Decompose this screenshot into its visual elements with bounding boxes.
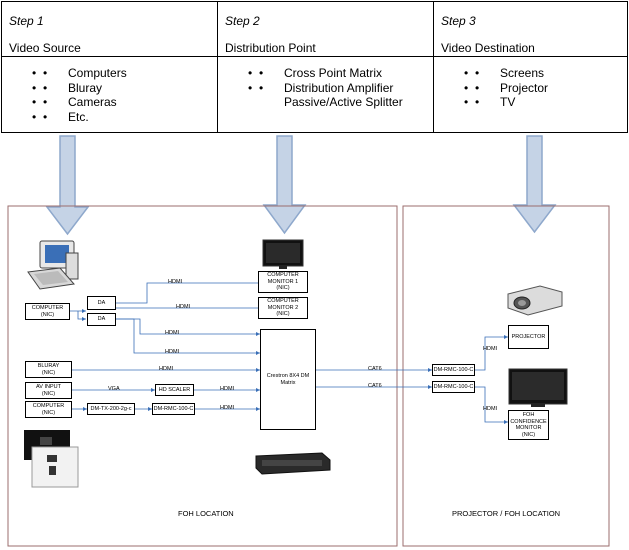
step-label: Step 1 — [9, 14, 44, 28]
steps-table: Step 1 Video Source ••Computers ••Bluray… — [1, 1, 628, 133]
foh-monitor-box: FOH CONFIDENCE MONITOR (NIC) — [508, 410, 549, 440]
arrow-down-icon — [45, 135, 90, 236]
foh-location-label: FOH LOCATION — [178, 509, 234, 518]
dm-tx-box: DM-TX-200-2g-c — [87, 403, 135, 415]
computer-monitor-box: COMPUTER MONITOR 2 (NIC) — [258, 297, 308, 319]
wire-label: HDMI — [168, 279, 183, 285]
step-list: ••Computers ••Bluray ••Cameras ••Etc. — [32, 66, 127, 124]
arrow-down-icon — [262, 135, 307, 235]
projector-box: PROJECTOR — [508, 325, 549, 349]
projector-icon — [507, 285, 563, 316]
dm-rmc-box: DM-RMC-100-C — [432, 381, 475, 393]
monitor-icon — [262, 239, 304, 269]
wire-label: HDMI — [159, 366, 174, 372]
list-item: ••Distribution Amplifier — [248, 80, 394, 95]
list-item: ••Computers — [32, 66, 127, 80]
wire-label: HDMI — [220, 386, 235, 392]
list-item: ••Etc. — [32, 109, 89, 124]
wire-label: HDMI — [165, 349, 180, 355]
bluray-box: BLURAY (NIC) — [25, 361, 72, 378]
projector-location-label: PROJECTOR / FOH LOCATION — [452, 509, 561, 518]
wire-label: HDMI — [220, 405, 235, 411]
wire-label: HDMI — [483, 406, 498, 412]
step-column-1: Step 1 Video Source ••Computers ••Bluray… — [2, 2, 218, 132]
dm-rmc-box: DM-RMC-100-C — [152, 403, 195, 415]
table-row-divider — [2, 56, 627, 57]
step-label: Step 3 — [441, 14, 476, 28]
wire-label: HDMI — [483, 346, 498, 352]
step-title: Distribution Point — [225, 41, 316, 55]
av-input-box: AV INPUT (NIC) — [25, 382, 72, 399]
list-item: ••Cross Point Matrix — [248, 66, 383, 80]
da-box: DA — [87, 313, 116, 326]
wire-label: HDMI — [165, 330, 180, 336]
computer-icon — [27, 240, 79, 290]
wire-label: CAT6 — [368, 383, 382, 389]
da-box: DA — [87, 296, 116, 310]
computer-monitor-box: COMPUTER MONITOR 1 (NIC) — [258, 271, 308, 293]
step-column-3: Step 3 Video Destination ••Screens ••Pro… — [434, 2, 629, 132]
list-item: ••Passive/Active Splitter — [284, 95, 403, 109]
matrix-box: Crestron 8X4 DM Matrix — [260, 329, 316, 430]
list-item: ••Cameras — [32, 95, 117, 109]
step-title: Video Source — [9, 41, 81, 55]
wire-label: VGA — [108, 386, 120, 392]
foh-location-frame — [7, 205, 398, 547]
computer-source-box: COMPUTER (NIC) — [25, 303, 70, 320]
computer-source-box: COMPUTER (NIC) — [25, 401, 72, 418]
projector-location-frame — [402, 205, 610, 547]
list-item: ••Screens — [464, 66, 545, 80]
wire-label: CAT6 — [368, 366, 382, 372]
matrix-device-icon — [255, 452, 331, 475]
step-list: ••Screens ••Projector ••TV — [464, 66, 548, 110]
list-item: ••TV — [464, 95, 516, 109]
step-label: Step 2 — [225, 14, 260, 28]
dm-rmc-box: DM-RMC-100-C — [432, 364, 475, 376]
step-list: ••Cross Point Matrix ••Distribution Ampl… — [248, 66, 403, 110]
arrow-down-icon — [512, 135, 557, 234]
step-title: Video Destination — [441, 41, 535, 55]
list-item: ••Bluray — [32, 80, 103, 95]
step-column-2: Step 2 Distribution Point ••Cross Point … — [218, 2, 434, 132]
tv-icon — [508, 368, 568, 407]
wire-label: HDMI — [176, 304, 191, 310]
wall-plate-icon — [24, 430, 79, 488]
list-item: ••Projector — [464, 80, 549, 95]
hd-scaler-box: HD SCALER — [155, 384, 194, 396]
